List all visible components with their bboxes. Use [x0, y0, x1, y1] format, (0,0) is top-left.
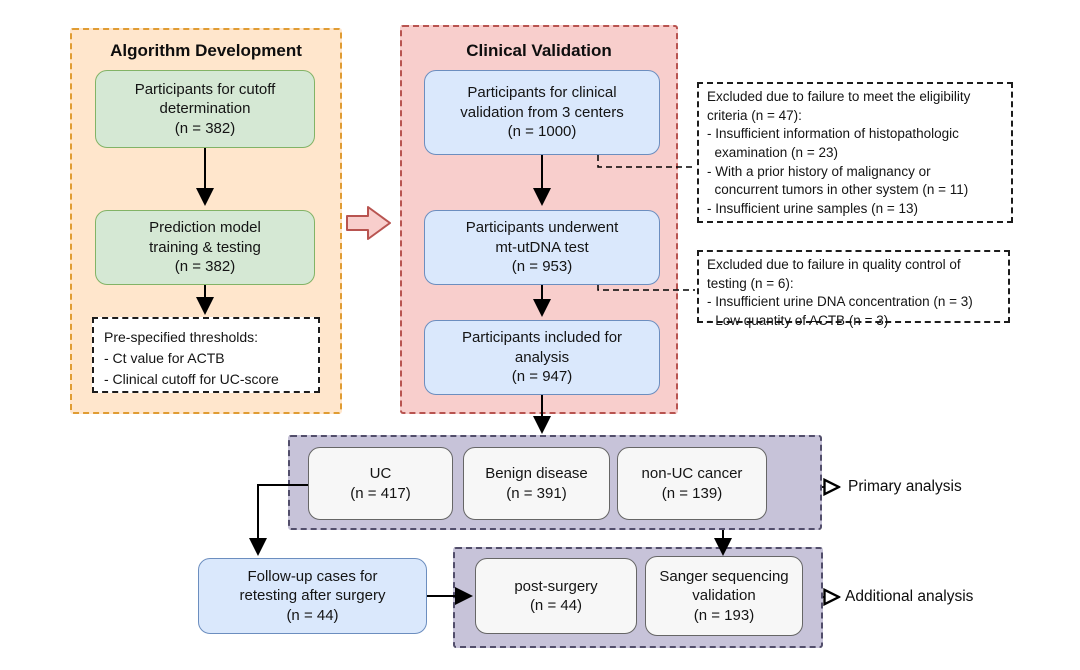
- mt-utdna-test-box: Participants underwent mt-utDNA test (n …: [424, 210, 660, 285]
- post-surgery-text: post-surgery (n = 44): [514, 577, 598, 615]
- followup-cases-box: Follow-up cases for retesting after surg…: [198, 558, 427, 634]
- prespecified-thresholds-note: Pre-specified thresholds: - Ct value for…: [92, 317, 320, 393]
- followup-cases-text: Follow-up cases for retesting after surg…: [239, 567, 386, 624]
- prediction-model-box: Prediction model training & testing (n =…: [95, 210, 315, 285]
- prediction-model-text: Prediction model training & testing (n =…: [149, 219, 261, 276]
- block-arrow-algorithm-to-clinical: [346, 206, 391, 240]
- benign-disease-box: Benign disease (n = 391): [463, 447, 610, 520]
- post-surgery-box: post-surgery (n = 44): [475, 558, 637, 634]
- cutoff-determination-box: Participants for cutoff determination (n…: [95, 70, 315, 148]
- mt-utdna-test-text: Participants underwent mt-utDNA test (n …: [465, 219, 619, 276]
- sanger-sequencing-box: Sanger sequencing validation (n = 193): [645, 556, 803, 636]
- clinical-panel-title: Clinical Validation: [466, 41, 612, 60]
- benign-disease-text: Benign disease (n = 391): [485, 465, 588, 502]
- uc-box: UC (n = 417): [308, 447, 453, 520]
- primary-analysis-label: Primary analysis: [848, 478, 962, 495]
- quality-control-exclusion-note: Excluded due to failure in quality contr…: [697, 250, 1010, 328]
- algorithm-panel-title: Algorithm Development: [110, 41, 302, 60]
- included-for-analysis-box: Participants included for analysis (n = …: [424, 320, 660, 395]
- non-uc-cancer-box: non-UC cancer (n = 139): [617, 447, 767, 520]
- non-uc-cancer-text: non-UC cancer (n = 139): [641, 465, 743, 502]
- additional-analysis-label: Additional analysis: [845, 588, 974, 605]
- included-for-analysis-text: Participants included for analysis (n = …: [461, 329, 623, 386]
- cutoff-determination-text: Participants for cutoff determination (n…: [134, 80, 276, 137]
- sanger-sequencing-text: Sanger sequencing validation (n = 193): [659, 567, 789, 624]
- uc-text: UC (n = 417): [350, 465, 411, 502]
- clinical-recruitment-box: Participants for clinical validation fro…: [424, 70, 660, 155]
- clinical-recruitment-text: Participants for clinical validation fro…: [460, 84, 624, 141]
- eligibility-exclusion-note: Excluded due to failure to meet the elig…: [697, 82, 1013, 223]
